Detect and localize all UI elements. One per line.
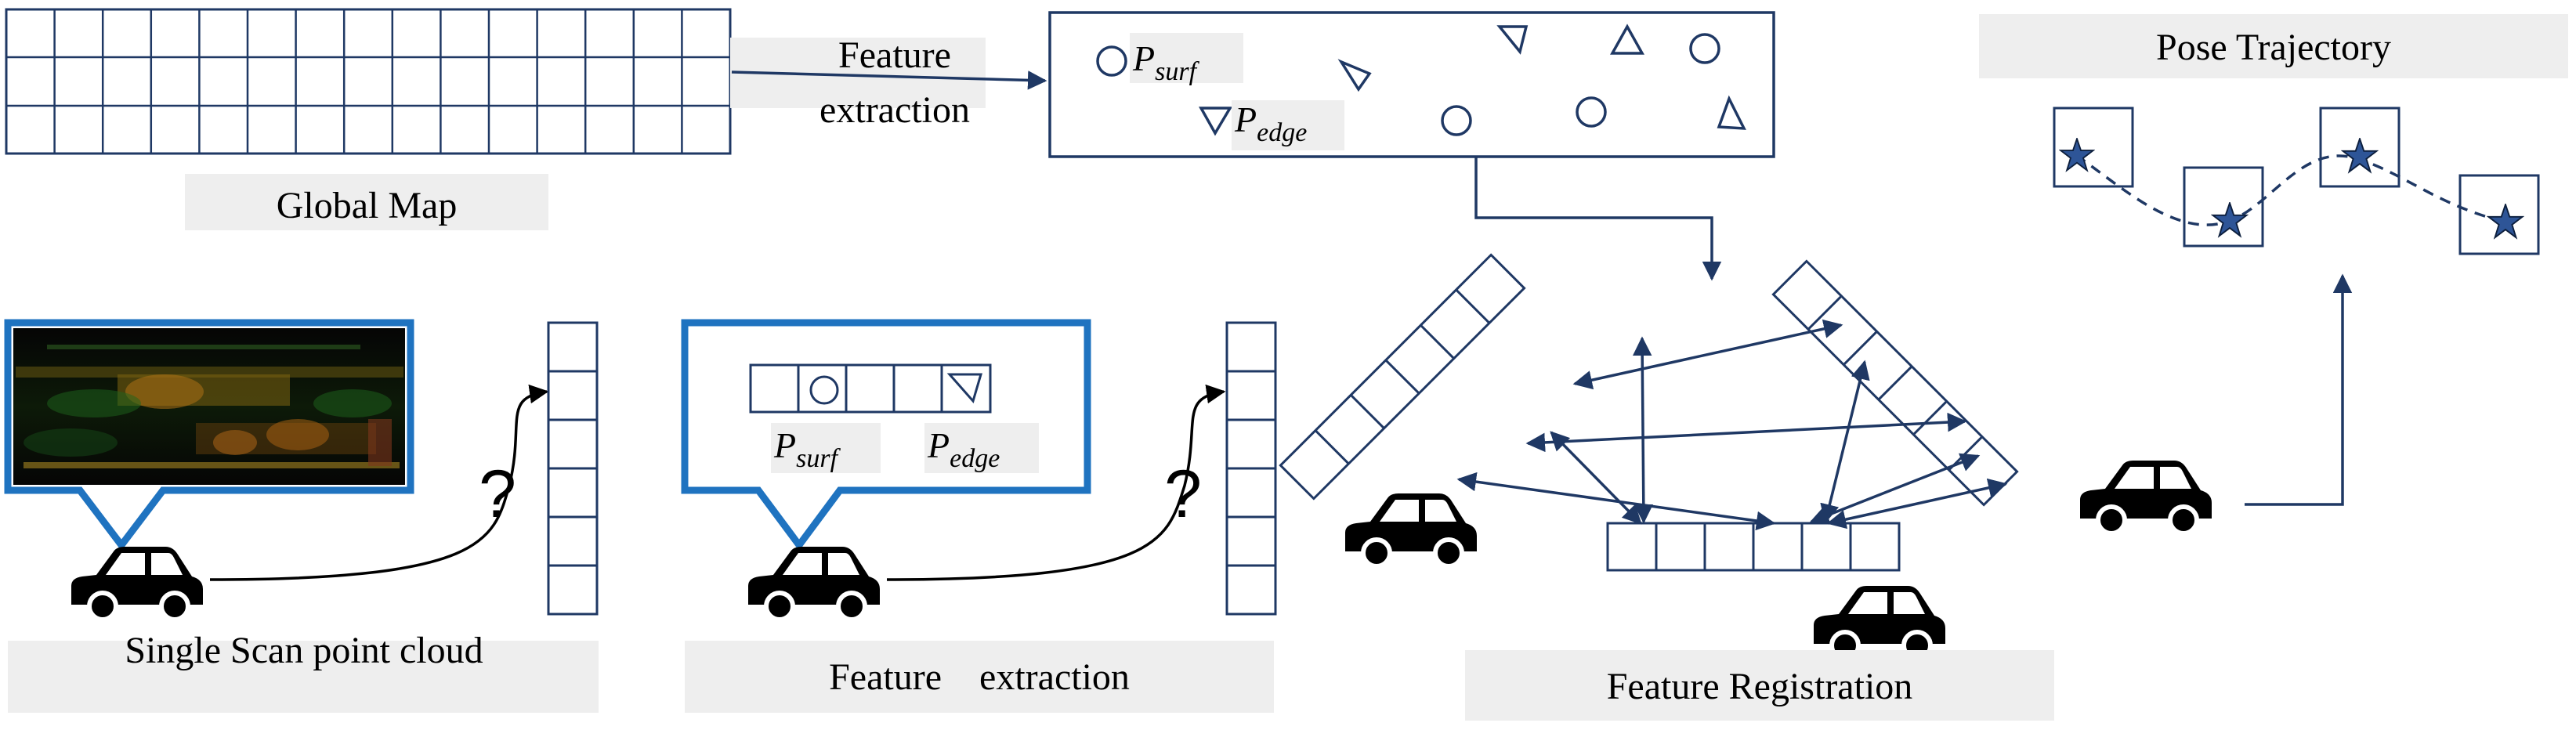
edge-feature-icon: [946, 373, 983, 404]
surf-feature-icon: [1576, 96, 1607, 128]
pose-trajectory-label: Pose Trajectory: [2156, 27, 2391, 68]
feature-extraction-panel: Psurf Pedge: [681, 319, 1091, 551]
features-to-map-arrow: [886, 384, 1226, 581]
p-surf-symbol: Psurf: [773, 425, 841, 473]
pose-trajectory-label-box: [1979, 14, 2568, 78]
global-map-label-box: [185, 174, 548, 230]
feature-registration-label: Feature Registration: [1607, 666, 1913, 707]
edge-feature-icon: [1717, 95, 1746, 130]
p-edge-symbol: Pedge: [1234, 99, 1307, 147]
question-mark: ?: [479, 457, 516, 532]
edge-feature-icon: [1610, 23, 1644, 55]
question-mark: ?: [1164, 457, 1202, 532]
feature-extraction-panel-label: Feature extraction: [829, 656, 1130, 698]
feature-extraction-panel-label-box: [685, 641, 1274, 713]
surf-feature-icon: [809, 375, 839, 405]
registration-to-trajectory-arrow: [2245, 273, 2353, 506]
single-scan-panel: [4, 319, 414, 551]
feature-registration-label-box: [1465, 650, 2054, 721]
car-icon: [1814, 586, 1945, 659]
car-icon: [1345, 493, 1477, 566]
single-scan-label: Single Scan point cloud: [125, 630, 483, 671]
scan-to-map-arrow: [209, 384, 549, 581]
surf-feature-icon: [1689, 33, 1720, 64]
surf-feature-icon: [1096, 45, 1127, 77]
edge-feature-icon: [1337, 59, 1372, 92]
global-map: [5, 8, 732, 155]
feature-extraction-label-line2: extraction: [819, 89, 970, 131]
feature-extraction-label-line1: Feature: [838, 34, 951, 76]
single-scan-label-box: [8, 641, 599, 713]
car-icon: [748, 547, 880, 620]
car-icon: [2080, 461, 2212, 533]
feature-extraction-arrow: [731, 70, 1047, 90]
p-edge-symbol: Pedge: [927, 425, 1000, 473]
feature-to-registration-arrow: [1474, 157, 1722, 281]
p-surf-symbol: Psurf: [1132, 38, 1200, 86]
feature-set-box: Psurf Pedge: [1048, 11, 1775, 158]
point-cloud-image: [13, 328, 405, 485]
surf-feature-icon: [1441, 105, 1472, 136]
edge-feature-icon: [1496, 25, 1529, 55]
map-column-left: [547, 321, 599, 616]
global-map-label: Global Map: [277, 185, 458, 226]
pose-trajectory: [2053, 107, 2540, 255]
edge-feature-icon: [1199, 107, 1233, 136]
car-icon: [71, 547, 203, 620]
feature-registration: [1279, 253, 2019, 572]
map-column-right: [1225, 321, 1277, 616]
